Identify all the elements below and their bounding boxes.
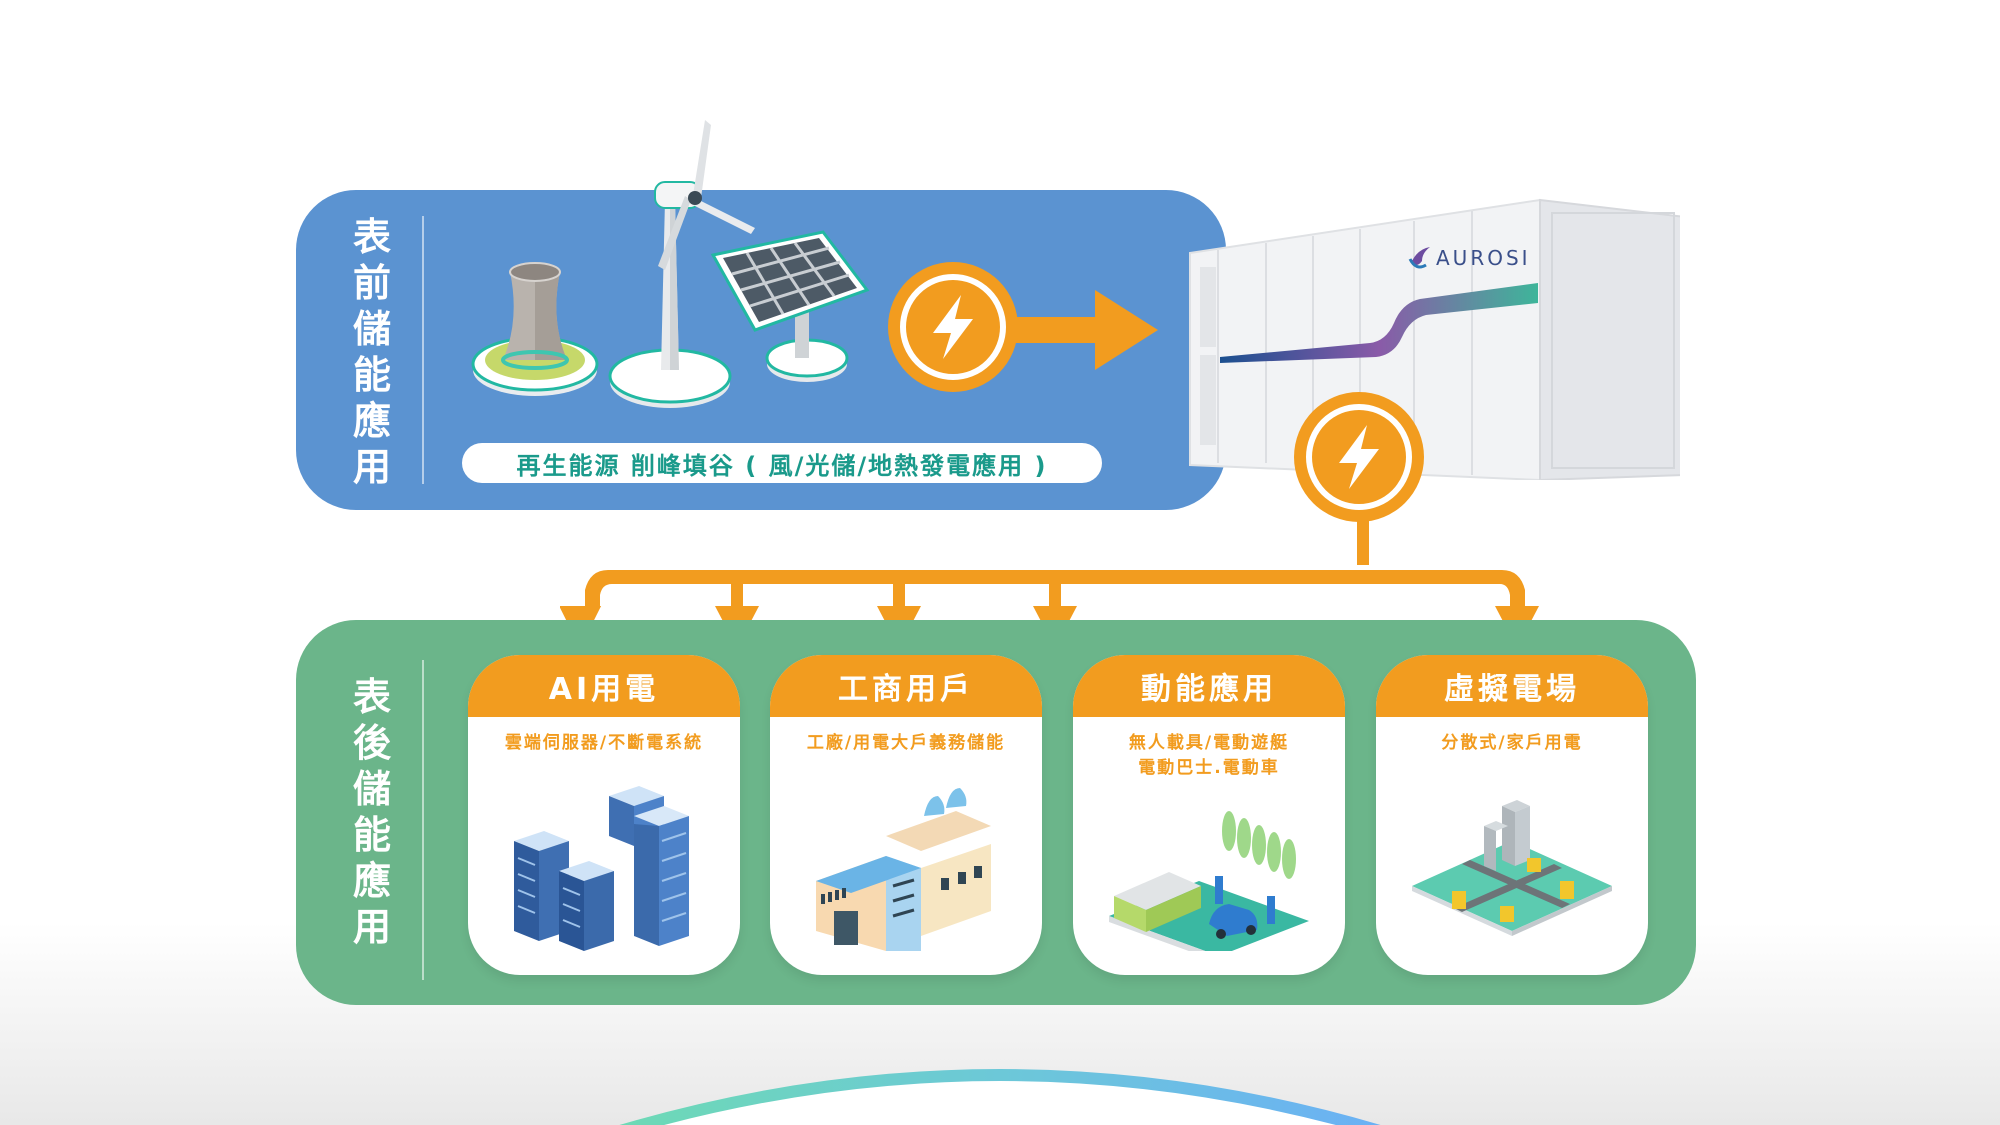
- decorative-arc: [619, 1069, 1381, 1125]
- front-of-meter-label: 表 前 儲 能 應 用: [344, 214, 400, 490]
- label-char: 應: [352, 399, 391, 443]
- card-title: 虛擬電場: [1376, 655, 1648, 717]
- smart-city-icon: [1412, 800, 1612, 936]
- solar-panel-icon: [710, 230, 870, 382]
- label-char: 能: [352, 813, 391, 857]
- label-char: 前: [352, 261, 391, 305]
- divider: [422, 216, 424, 484]
- cooling-tower-icon: [471, 262, 599, 396]
- aurosi-logo: [1408, 247, 1430, 269]
- power-flow-node: [888, 262, 1018, 392]
- card-title: 工商用戶: [770, 655, 1042, 717]
- label-char: 應: [352, 859, 391, 903]
- label-char: 儲: [352, 307, 391, 351]
- behind-the-meter-label: 表 後 儲 能 應 用: [344, 674, 400, 950]
- bolt-circle: [1294, 392, 1424, 522]
- server-rack-icon: [514, 786, 689, 951]
- label-char: 用: [352, 905, 391, 949]
- distribution-arrows: [560, 520, 1539, 648]
- card-subtitle: 無人載具/電動遊艇 電動巴士.電動車: [1128, 733, 1290, 778]
- renewables-illustration: [471, 120, 870, 408]
- label-char: 用: [352, 445, 391, 489]
- card-title: 動能應用: [1073, 655, 1345, 717]
- distribution-node: [1294, 392, 1424, 522]
- bolt-circle: [888, 262, 1018, 392]
- card-subtitle: 分散式/家戶用電: [1441, 733, 1583, 753]
- card-ai-power: AI用電 雲端伺服器/不斷電系統: [468, 655, 740, 975]
- card-commercial-industrial: 工商用戶 工廠/用電大戶義務儲能: [770, 655, 1042, 975]
- label-char: 表: [352, 215, 391, 259]
- front-of-meter-caption: 再生能源 削峰填谷 ( 風/光儲/地熱發電應用 ): [462, 443, 1102, 483]
- label-char: 表: [352, 675, 391, 719]
- card-virtual-power-plant: 虛擬電場 分散式/家戶用電: [1376, 655, 1648, 975]
- ev-charging-icon: [1109, 811, 1309, 951]
- battery-storage-container: AUROSI: [1189, 198, 1680, 480]
- wind-turbine-icon: [608, 120, 755, 408]
- svg-text:AUROSI: AUROSI: [1436, 246, 1531, 270]
- label-char: 能: [352, 353, 391, 397]
- card-subtitle: 雲端伺服器/不斷電系統: [504, 733, 704, 753]
- lightning-bolt-icon: [1339, 425, 1379, 489]
- right-arrow-icon: [1010, 290, 1158, 370]
- card-mobility: 動能應用 無人載具/電動遊艇 電動巴士.電動車: [1073, 655, 1345, 975]
- divider: [422, 660, 424, 980]
- factory-icon: [816, 788, 991, 951]
- label-char: 儲: [352, 767, 391, 811]
- lightning-bolt-icon: [933, 295, 973, 359]
- label-char: 後: [352, 721, 391, 765]
- card-subtitle: 工廠/用電大戶義務儲能: [806, 733, 1006, 753]
- card-title: AI用電: [468, 655, 740, 717]
